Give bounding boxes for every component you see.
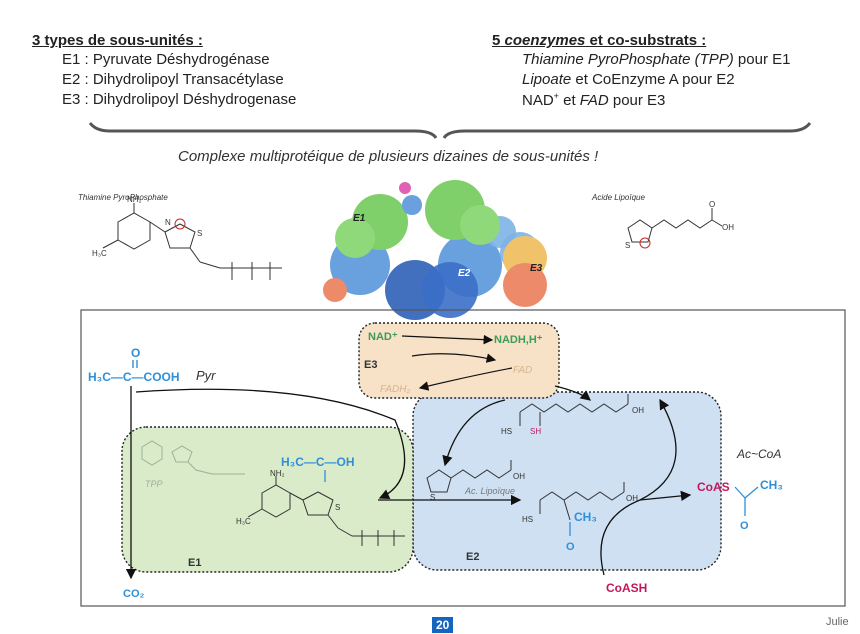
tpp-target: pour E1: [733, 51, 791, 68]
pyr-o: O: [131, 346, 140, 360]
tpp-h3c-e1: H₃C: [236, 517, 251, 526]
coenzyme-nad-fad-line: NAD+ et FAD pour E3: [522, 91, 665, 109]
complex-subtitle: Complexe multiprotéique de plusieurs diz…: [178, 148, 599, 165]
lipoic-oh: OH: [722, 223, 734, 232]
tpp-s-e1: S: [335, 503, 340, 512]
e1-tpp-faded: [141, 440, 245, 475]
acetyl-lipoyl-oh: OH: [626, 494, 638, 503]
acetyl-to-coas-arrow: [639, 490, 692, 502]
lipoic-o: O: [709, 200, 715, 209]
page-number: 20: [432, 617, 454, 633]
nadh-from-fad-arrow: [418, 367, 513, 391]
tpp-h3c: H₃C: [92, 249, 107, 258]
mechanism-frame: [80, 309, 846, 607]
nad-fad-target: pour E3: [608, 92, 666, 109]
acetyl-o: O: [566, 541, 575, 553]
right-brace: [442, 122, 812, 139]
acetyl-lipoyl-structure: [539, 482, 625, 521]
subunit-e1-line: E1 : Pyruvate Déshydrogénase: [62, 51, 270, 68]
left-brace: [88, 122, 438, 139]
lipoyl-structure: [426, 460, 512, 493]
dihydrolipoyl-hs: HS: [501, 427, 512, 436]
e1-zone: [121, 426, 414, 573]
ac-lipoique-label: Ac. Lipoïque: [464, 486, 515, 496]
coenzyme-lipoate-line: Lipoate et CoEnzyme A pour E2: [522, 71, 735, 88]
tpp-nh2: NH₂: [127, 195, 142, 204]
lipoic-caption: Acide Lipoïque: [592, 193, 645, 202]
coenzymes-count: 5: [492, 32, 501, 49]
pyruvate-formula: H₃C—C—COOH: [88, 370, 180, 384]
dihydrolipoyl-oh: OH: [632, 406, 644, 415]
lipoate-name: Lipoate: [522, 71, 572, 88]
tpp-name: Thiamine PyroPhosphate (TPP): [522, 51, 734, 68]
tpp-n: N: [165, 218, 171, 227]
fad-label: FAD: [513, 365, 532, 376]
coenzymes-rest: et co-substrats :: [585, 32, 707, 49]
e3-zone-label: E3: [364, 359, 377, 371]
tpp-nh2-e1: NH₂: [270, 469, 285, 478]
coas-label: CoAS: [697, 480, 730, 494]
hydroxyethyl-tpp: [247, 470, 405, 546]
tpp-s: S: [197, 229, 202, 238]
acetyl-ch3: CH₃: [574, 510, 597, 524]
lipoic-s: S: [625, 241, 630, 250]
coash-label: CoASH: [606, 581, 647, 595]
tpp-structure: [102, 203, 282, 280]
hydroxyethyl-group: H₃C—C—OH: [281, 455, 355, 469]
dihydrolipoyl-sh: SH: [530, 427, 541, 436]
lipoyl-s: S: [430, 493, 435, 502]
nad-to-nadh-arrow: [401, 334, 494, 345]
coas-o: O: [740, 520, 749, 532]
acetyl-lipoyl-hs: HS: [522, 515, 533, 524]
coas-ch3: CH₃: [760, 478, 783, 492]
subunit-e2-line: E2 : Dihydrolipoyl Transacétylase: [62, 71, 284, 88]
author-fragment: Julie: [826, 616, 849, 628]
dihydrolipoyl-to-e3-arrow: [442, 399, 506, 467]
coenzymes-heading: 5 coenzymes et co-substrats :: [492, 32, 706, 49]
tpp-faded-label: TPP: [145, 479, 163, 489]
nad-name: NAD: [522, 92, 554, 109]
co2-label: CO₂: [123, 588, 145, 600]
fadh2-label: FADH₂: [380, 384, 410, 395]
pyr-label: Pyr: [196, 368, 216, 383]
lipoic-structure: [627, 208, 723, 249]
protein-e1-label: E1: [353, 213, 366, 224]
lipoyl-oh: OH: [513, 472, 525, 481]
nadh-label: NADH,H⁺: [494, 334, 543, 346]
protein-e3-label: E3: [530, 263, 543, 274]
acoa-label: Ac~CoA: [736, 447, 781, 461]
nad-charge: +: [553, 91, 559, 101]
nad-label: NAD⁺: [368, 331, 398, 343]
pyr-to-tpp-arrow: [135, 388, 406, 499]
e3-to-dihydrolipoyl-arrow: [554, 385, 592, 401]
fad-name: FAD: [579, 92, 609, 109]
e1-zone-label: E1: [188, 557, 201, 569]
protein-complex-image: [323, 180, 547, 320]
coenzymes-word: coenzymes: [504, 32, 586, 49]
dihydrolipoyl-structure: [519, 394, 629, 426]
e3-zone: [358, 322, 560, 399]
et-word: et: [558, 92, 580, 109]
lipoate-target: et CoEnzyme A pour E2: [571, 71, 735, 88]
subunits-heading: 3 types de sous-unités :: [32, 32, 203, 49]
fadh2-to-fad-arrow: [411, 353, 497, 363]
e2-zone: [412, 391, 722, 571]
e2-zone-label: E2: [466, 551, 479, 563]
subunit-e3-line: E3 : Dihydrolipoyl Déshydrogenase: [62, 91, 297, 108]
coenzyme-tpp-line: Thiamine PyroPhosphate (TPP) pour E1: [522, 51, 790, 68]
tpp-caption: Thiamine PyroPhosphate: [78, 193, 168, 202]
protein-e2-label: E2: [458, 268, 471, 279]
